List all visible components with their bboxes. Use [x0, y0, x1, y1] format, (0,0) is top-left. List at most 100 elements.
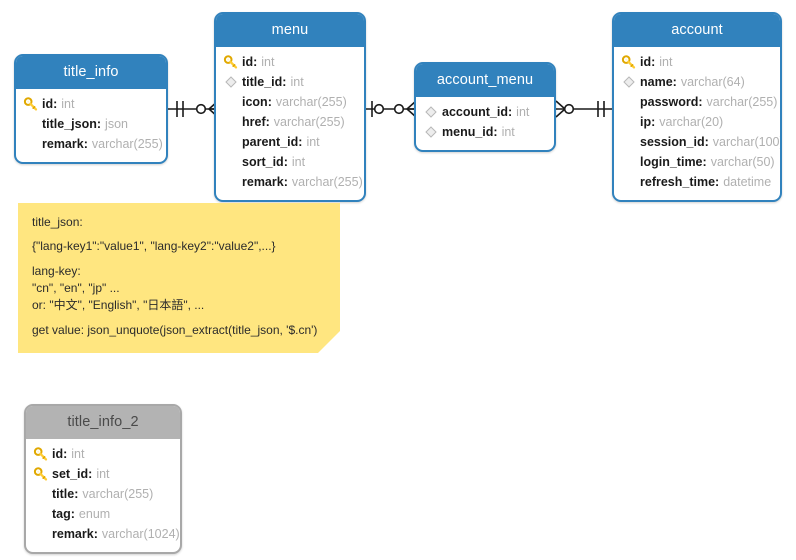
- blank-icon: [620, 114, 638, 130]
- table-row[interactable]: sort_id:int: [222, 152, 356, 172]
- field-name: title_id: [242, 74, 283, 89]
- diamond-icon: [422, 104, 440, 120]
- field-type: int: [61, 96, 75, 111]
- field-type: datetime: [723, 174, 772, 189]
- table-row[interactable]: name:varchar(64): [620, 72, 772, 92]
- table-row[interactable]: remark:varchar(255): [222, 172, 363, 192]
- field-type: varchar(255): [291, 174, 363, 189]
- key-icon: [22, 96, 40, 112]
- blank-icon: [222, 134, 240, 150]
- table-row[interactable]: href:varchar(255): [222, 112, 356, 132]
- field-name: remark: [242, 174, 284, 189]
- table-row[interactable]: ip:varchar(20): [620, 112, 772, 132]
- field-separator: :: [53, 96, 58, 111]
- field-name: login_time: [640, 154, 703, 169]
- table-row[interactable]: id:int: [620, 52, 772, 72]
- field-separator: :: [283, 174, 288, 189]
- field-type: varchar(255): [91, 136, 163, 151]
- field-name: title_json: [42, 116, 97, 131]
- table-row[interactable]: login_time:varchar(50): [620, 152, 775, 172]
- field-name: href: [242, 114, 266, 129]
- table-row[interactable]: parent_id:int: [222, 132, 356, 152]
- field-name: session_id: [640, 134, 705, 149]
- field-separator: :: [651, 54, 656, 69]
- field-separator: :: [283, 154, 288, 169]
- entity-menu-fields: id:int title_id:int icon:varchar(255) hr…: [216, 47, 364, 200]
- table-row[interactable]: icon:varchar(255): [222, 92, 356, 112]
- table-row[interactable]: title_json:json: [22, 114, 158, 134]
- blank-icon: [32, 526, 50, 542]
- field-separator: :: [63, 446, 68, 461]
- field-name: set_id: [52, 466, 89, 481]
- field-name: title: [52, 486, 75, 501]
- field-type: int: [501, 124, 515, 139]
- field-name: password: [640, 94, 699, 109]
- field-name: id: [52, 446, 64, 461]
- field-name: ip: [640, 114, 652, 129]
- entity-account-menu[interactable]: account_menu account_id:int menu_id:int: [414, 62, 556, 152]
- table-row[interactable]: remark:varchar(255): [22, 134, 163, 154]
- field-separator: :: [715, 174, 720, 189]
- table-row[interactable]: remark:varchar(1024): [32, 524, 180, 544]
- diamond-icon: [620, 74, 638, 90]
- blank-icon: [620, 174, 638, 190]
- field-name: name: [640, 74, 673, 89]
- field-name: id: [242, 54, 254, 69]
- entity-account-header: account: [614, 14, 780, 47]
- table-row[interactable]: tag:enum: [32, 504, 172, 524]
- table-row[interactable]: set_id:int: [32, 464, 172, 484]
- field-name: menu_id: [442, 124, 494, 139]
- field-separator: :: [265, 114, 270, 129]
- field-name: icon: [242, 94, 268, 109]
- entity-title-info[interactable]: title_info id:int title_json:json: [14, 54, 168, 164]
- blank-icon: [620, 134, 638, 150]
- entity-title-info-header: title_info: [16, 56, 166, 89]
- field-separator: :: [70, 506, 75, 521]
- table-row[interactable]: password:varchar(255): [620, 92, 777, 112]
- table-row[interactable]: title_id:int: [222, 72, 356, 92]
- note-line: "cn", "en", "jp" ...: [32, 281, 120, 296]
- field-type: varchar(100): [712, 134, 782, 149]
- table-row[interactable]: id:int: [32, 444, 172, 464]
- field-type: int: [659, 54, 673, 69]
- field-type: varchar(20): [659, 114, 724, 129]
- field-separator: :: [493, 124, 498, 139]
- note-line: or: "中文", "English", "日本語", ...: [32, 298, 205, 313]
- field-name: refresh_time: [640, 174, 716, 189]
- key-icon: [32, 466, 50, 482]
- entity-title-info-2[interactable]: title_info_2 id:int: [24, 404, 182, 554]
- field-name: remark: [52, 526, 94, 541]
- entity-title-info-fields: id:int title_json:json remark:varchar(25…: [16, 89, 166, 162]
- field-type: int: [291, 154, 306, 169]
- field-type: varchar(1024): [101, 526, 180, 541]
- table-row[interactable]: id:int: [222, 52, 356, 72]
- field-type: int: [261, 54, 275, 69]
- table-row[interactable]: session_id:varchar(100): [620, 132, 780, 152]
- field-type: varchar(50): [710, 154, 775, 169]
- table-row[interactable]: account_id:int: [422, 102, 546, 122]
- field-separator: :: [672, 74, 677, 89]
- field-name: id: [42, 96, 54, 111]
- field-separator: :: [96, 116, 102, 131]
- blank-icon: [222, 94, 240, 110]
- entity-account-menu-header: account_menu: [416, 64, 554, 97]
- field-type: json: [105, 116, 128, 131]
- field-separator: :: [253, 54, 258, 69]
- diamond-icon: [222, 74, 240, 90]
- field-name: tag: [52, 506, 71, 521]
- field-type: varchar(255): [273, 114, 345, 129]
- field-separator: :: [298, 134, 303, 149]
- entity-account[interactable]: account id:int: [612, 12, 782, 202]
- relationship-account-menu-account: [555, 96, 614, 122]
- entity-menu[interactable]: menu id:int t: [214, 12, 366, 202]
- note-title-json[interactable]: title_json: {"lang-key1":"value1", "lang…: [18, 203, 340, 353]
- table-row[interactable]: id:int: [22, 94, 158, 114]
- blank-icon: [620, 154, 638, 170]
- field-type: varchar(255): [706, 94, 778, 109]
- table-row[interactable]: menu_id:int: [422, 122, 546, 142]
- table-row[interactable]: title:varchar(255): [32, 484, 172, 504]
- table-row[interactable]: refresh_time:datetime: [620, 172, 772, 192]
- diamond-icon: [422, 124, 440, 140]
- field-type: varchar(64): [680, 74, 745, 89]
